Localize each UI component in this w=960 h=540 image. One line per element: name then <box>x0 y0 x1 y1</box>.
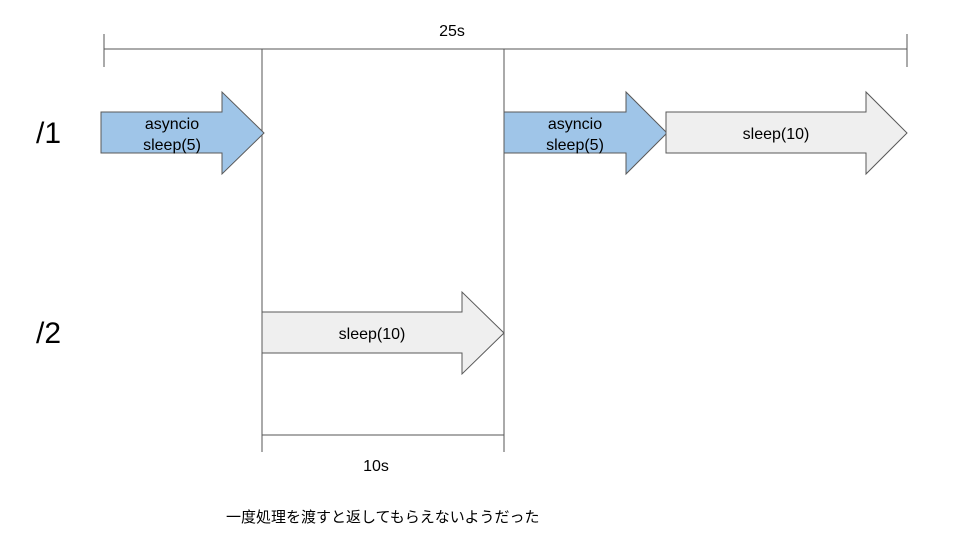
span-duration-label: 10s <box>363 458 389 475</box>
row1-asyncio-sleep-arrow-2: asyncio sleep(5) <box>503 90 668 176</box>
total-duration-label: 25s <box>439 23 465 40</box>
row2-arrow-label: sleep(10) <box>339 326 406 343</box>
row-label-2: /2 <box>36 317 61 350</box>
total-dimension: 25s <box>103 23 908 67</box>
row1-arrow-1-label-line2: sleep(5) <box>143 137 201 154</box>
span-dimension: 10s <box>262 434 504 475</box>
row1-arrow-2-shape <box>503 90 668 176</box>
row1-arrow-2-label-line1: asyncio <box>548 116 602 133</box>
row1-arrow-1-shape <box>100 90 265 176</box>
caption-text: 一度処理を渡すと返してもらえないようだった <box>226 508 540 526</box>
row1-arrow-3-label: sleep(10) <box>743 126 810 143</box>
row-label-1: /1 <box>36 117 61 150</box>
row2-arrow-shape <box>261 290 505 376</box>
row1-sleep-arrow-3: sleep(10) <box>665 90 908 176</box>
row1-asyncio-sleep-arrow-1: asyncio sleep(5) <box>100 90 265 176</box>
row2-sleep-arrow: sleep(10) <box>261 290 505 376</box>
row1-arrow-3-shape <box>665 90 908 176</box>
row1-arrow-1-label-line1: asyncio <box>145 116 199 133</box>
row1-arrow-2-label-line2: sleep(5) <box>546 137 604 154</box>
